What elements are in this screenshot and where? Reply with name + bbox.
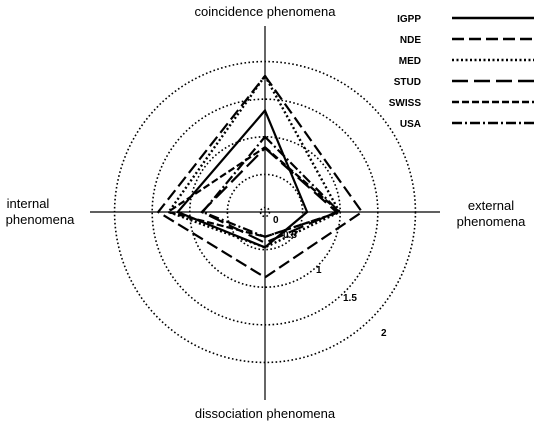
tick-labels: 0 0.5 1 1.5 2 bbox=[273, 215, 387, 339]
tick-label-0: 0 bbox=[273, 215, 279, 226]
series-swiss bbox=[165, 145, 342, 238]
tick-label-3: 1.5 bbox=[343, 293, 357, 304]
axis-label-left-line2: phenomena bbox=[6, 212, 75, 227]
axis-label-right-line2: phenomena bbox=[457, 214, 526, 229]
series-nde bbox=[156, 74, 364, 279]
tick-label-2: 1 bbox=[316, 265, 322, 276]
series-layer bbox=[156, 73, 364, 279]
series-stud bbox=[199, 146, 339, 245]
legend: IGPP NDE MED STUD SWISS USA bbox=[389, 14, 534, 130]
legend-label-med: MED bbox=[399, 56, 421, 67]
legend-label-stud: STUD bbox=[394, 77, 421, 88]
axis-label-bottom: dissociation phenomena bbox=[195, 406, 336, 421]
legend-label-igpp: IGPP bbox=[397, 14, 421, 25]
axis-label-right-line1: external bbox=[468, 198, 514, 213]
legend-label-usa: USA bbox=[400, 119, 421, 130]
axis-label-left-line1: internal bbox=[7, 196, 50, 211]
series-igpp bbox=[175, 108, 309, 249]
axis-label-top: coincidence phenomena bbox=[195, 4, 337, 19]
tick-label-1: 0.5 bbox=[283, 230, 297, 241]
legend-label-nde: NDE bbox=[400, 35, 421, 46]
series-usa bbox=[200, 135, 342, 238]
legend-label-swiss: SWISS bbox=[389, 98, 422, 109]
axis-lines bbox=[90, 26, 440, 400]
tick-label-4: 2 bbox=[381, 328, 387, 339]
